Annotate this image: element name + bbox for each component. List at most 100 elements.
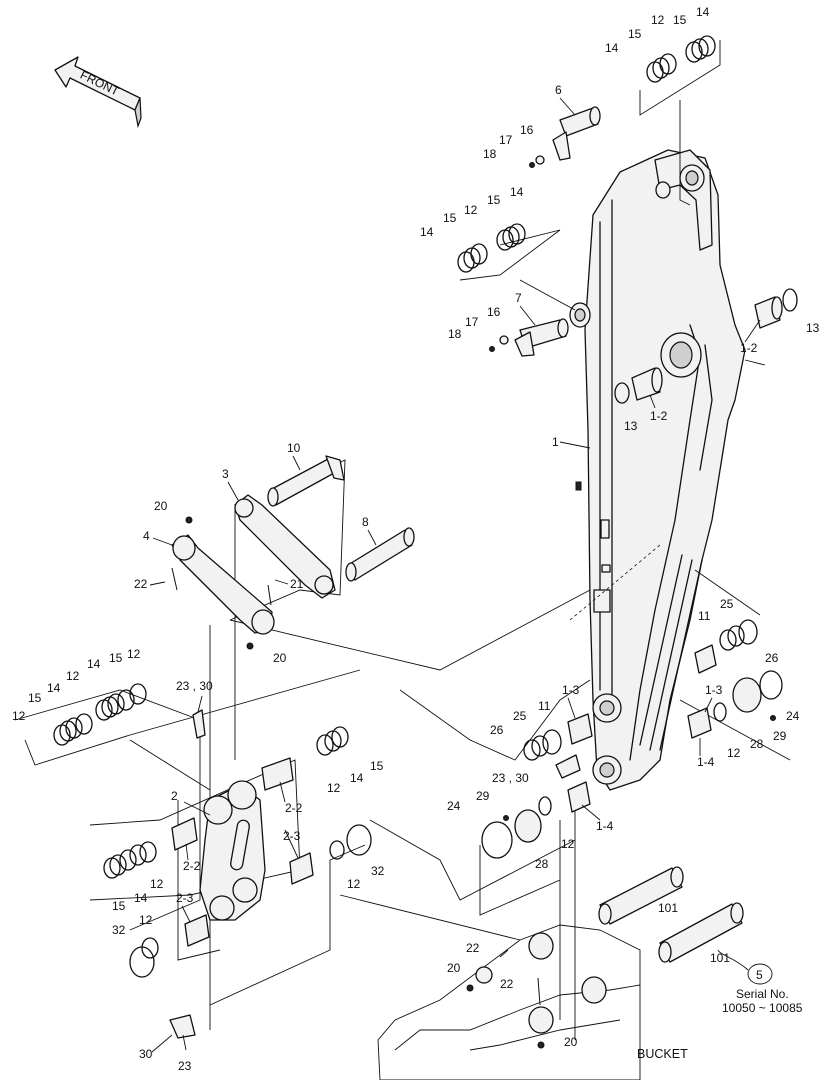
bucket-label: BUCKET <box>637 1047 688 1061</box>
pin-6 <box>529 106 601 168</box>
label-15: 15 <box>628 27 642 41</box>
label-17: 17 <box>465 315 479 329</box>
label-22: 22 <box>466 941 480 955</box>
label-30: 30 <box>139 1047 153 1061</box>
arm-body <box>569 149 746 791</box>
leader-frames <box>14 40 791 1040</box>
link-2 <box>169 709 314 1039</box>
label-101: 101 <box>658 901 678 915</box>
label-12: 12 <box>727 746 741 760</box>
label-2: 2 <box>171 789 178 803</box>
label-2-2: 2-2 <box>183 859 201 873</box>
label-26: 26 <box>765 651 779 665</box>
label-14: 14 <box>510 185 524 199</box>
bushing-1-2 <box>614 288 798 404</box>
label-20: 20 <box>154 499 168 513</box>
serial-line1: Serial No. <box>736 987 789 1001</box>
label-12: 12 <box>66 669 80 683</box>
ring-stack-top <box>646 35 716 83</box>
serial-line2: 10050 ~ 10085 <box>722 1001 803 1015</box>
label-101: 101 <box>710 951 730 965</box>
label-20: 20 <box>564 1035 578 1049</box>
label-12: 12 <box>464 203 478 217</box>
label-1-3: 1-3 <box>705 683 723 697</box>
label-21: 21 <box>290 577 304 591</box>
lower-bushings <box>481 619 783 859</box>
label-18: 18 <box>483 147 497 161</box>
label-2-3: 2-3 <box>176 891 194 905</box>
label-4: 4 <box>143 529 150 543</box>
front-arrow: FRONT <box>54 56 142 129</box>
label-10: 10 <box>287 441 301 455</box>
label-15: 15 <box>673 13 687 27</box>
label-15: 15 <box>487 193 501 207</box>
label-13: 13 <box>806 321 820 335</box>
label-11: 11 <box>698 609 711 623</box>
label-11: 11 <box>538 699 551 713</box>
label-6: 6 <box>555 83 562 97</box>
label-24: 24 <box>447 799 461 813</box>
label-22: 22 <box>134 577 148 591</box>
label-22: 22 <box>500 977 514 991</box>
serial-ref: 5 <box>756 968 763 982</box>
link-3 <box>234 494 336 599</box>
label-1-4: 1-4 <box>697 755 715 769</box>
label-28: 28 <box>750 737 764 751</box>
label-32: 32 <box>112 923 126 937</box>
label-12: 12 <box>327 781 341 795</box>
label-12: 12 <box>150 877 164 891</box>
label-26: 26 <box>490 723 504 737</box>
label-3: 3 <box>222 467 229 481</box>
label-1-2: 1-2 <box>650 409 668 423</box>
label-32: 32 <box>371 864 385 878</box>
label-14: 14 <box>350 771 364 785</box>
pin-7 <box>489 318 569 357</box>
label-8: 8 <box>362 515 369 529</box>
part-labels: 1 1-2 1-2 1-3 1-3 1-4 1-4 2 2-2 2-2 2-3 … <box>12 5 820 1073</box>
label-17: 17 <box>499 133 513 147</box>
label-14: 14 <box>47 681 61 695</box>
serial-note: 5 Serial No. 10050 ~ 10085 <box>717 949 803 1015</box>
label-16: 16 <box>520 123 534 137</box>
label-14: 14 <box>605 41 619 55</box>
serial-ref-circle <box>747 963 773 985</box>
label-14: 14 <box>420 225 434 239</box>
label-7: 7 <box>515 291 522 305</box>
label-2-3: 2-3 <box>283 829 301 843</box>
label-12: 12 <box>12 709 26 723</box>
bucket <box>377 924 641 1080</box>
label-14: 14 <box>696 5 710 19</box>
label-25: 25 <box>720 597 734 611</box>
label-2-2: 2-2 <box>285 801 303 815</box>
label-29: 29 <box>476 789 490 803</box>
label-12: 12 <box>651 13 665 27</box>
label-20: 20 <box>273 651 287 665</box>
label-12: 12 <box>127 647 141 661</box>
pin-10 <box>267 455 345 507</box>
label-23-30: 23 , 30 <box>176 679 213 693</box>
label-29: 29 <box>773 729 787 743</box>
label-14: 14 <box>134 891 148 905</box>
label-12: 12 <box>139 913 153 927</box>
label-14: 14 <box>87 657 101 671</box>
label-23-30: 23 , 30 <box>492 771 529 785</box>
link-4 <box>171 516 275 650</box>
front-label: FRONT <box>78 68 122 99</box>
label-15: 15 <box>28 691 42 705</box>
label-15: 15 <box>112 899 126 913</box>
label-1-4: 1-4 <box>596 819 614 833</box>
label-15: 15 <box>109 651 123 665</box>
label-1: 1 <box>552 435 559 449</box>
label-leaders <box>149 97 761 1053</box>
pin-101 <box>598 866 744 963</box>
label-16: 16 <box>487 305 501 319</box>
label-18: 18 <box>448 327 462 341</box>
label-12: 12 <box>561 837 575 851</box>
label-20: 20 <box>447 961 461 975</box>
label-24: 24 <box>786 709 800 723</box>
label-1-2: 1-2 <box>740 341 758 355</box>
label-13: 13 <box>624 419 638 433</box>
pin-8 <box>345 527 415 582</box>
label-15: 15 <box>443 211 457 225</box>
label-15: 15 <box>370 759 384 773</box>
